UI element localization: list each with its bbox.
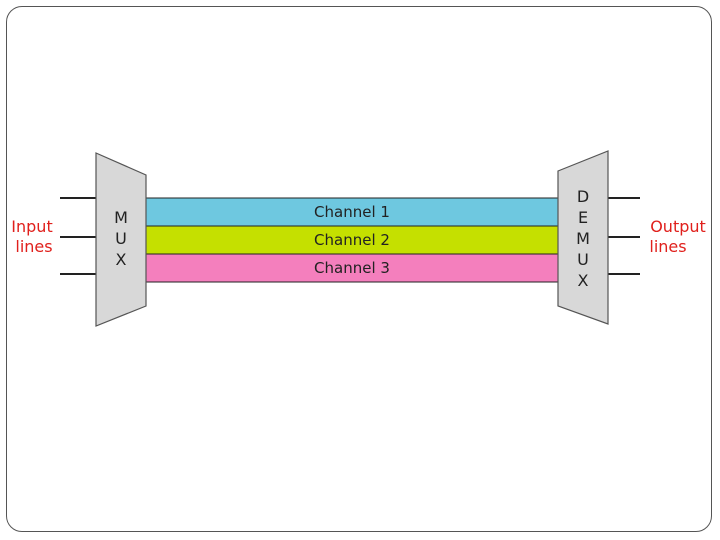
channel-1-band (145, 197, 559, 227)
channel-3-band (145, 253, 559, 283)
channel-3-label: Channel 3 (314, 259, 390, 277)
demux-letter-e: E (578, 208, 588, 227)
input-label-line2: lines (15, 237, 52, 256)
channel-1-label: Channel 1 (314, 203, 390, 221)
output-label-line1: Output (650, 217, 706, 236)
channel-2-band (145, 225, 559, 255)
slide-frame (6, 6, 712, 532)
mux-letter-m: M (114, 208, 128, 227)
mux-block (95, 152, 147, 327)
mux-letter-u: U (115, 229, 127, 248)
input-label-line1: Input (11, 217, 52, 236)
demux-block (557, 150, 609, 325)
demux-letter-m: M (576, 229, 590, 248)
demux-letter-d: D (577, 187, 589, 206)
mux-letter-x: X (116, 250, 127, 269)
channel-2-label: Channel 2 (314, 231, 390, 249)
demux-letter-x: X (578, 271, 589, 290)
output-label-line2: lines (649, 237, 686, 256)
demux-letter-u: U (577, 250, 589, 269)
